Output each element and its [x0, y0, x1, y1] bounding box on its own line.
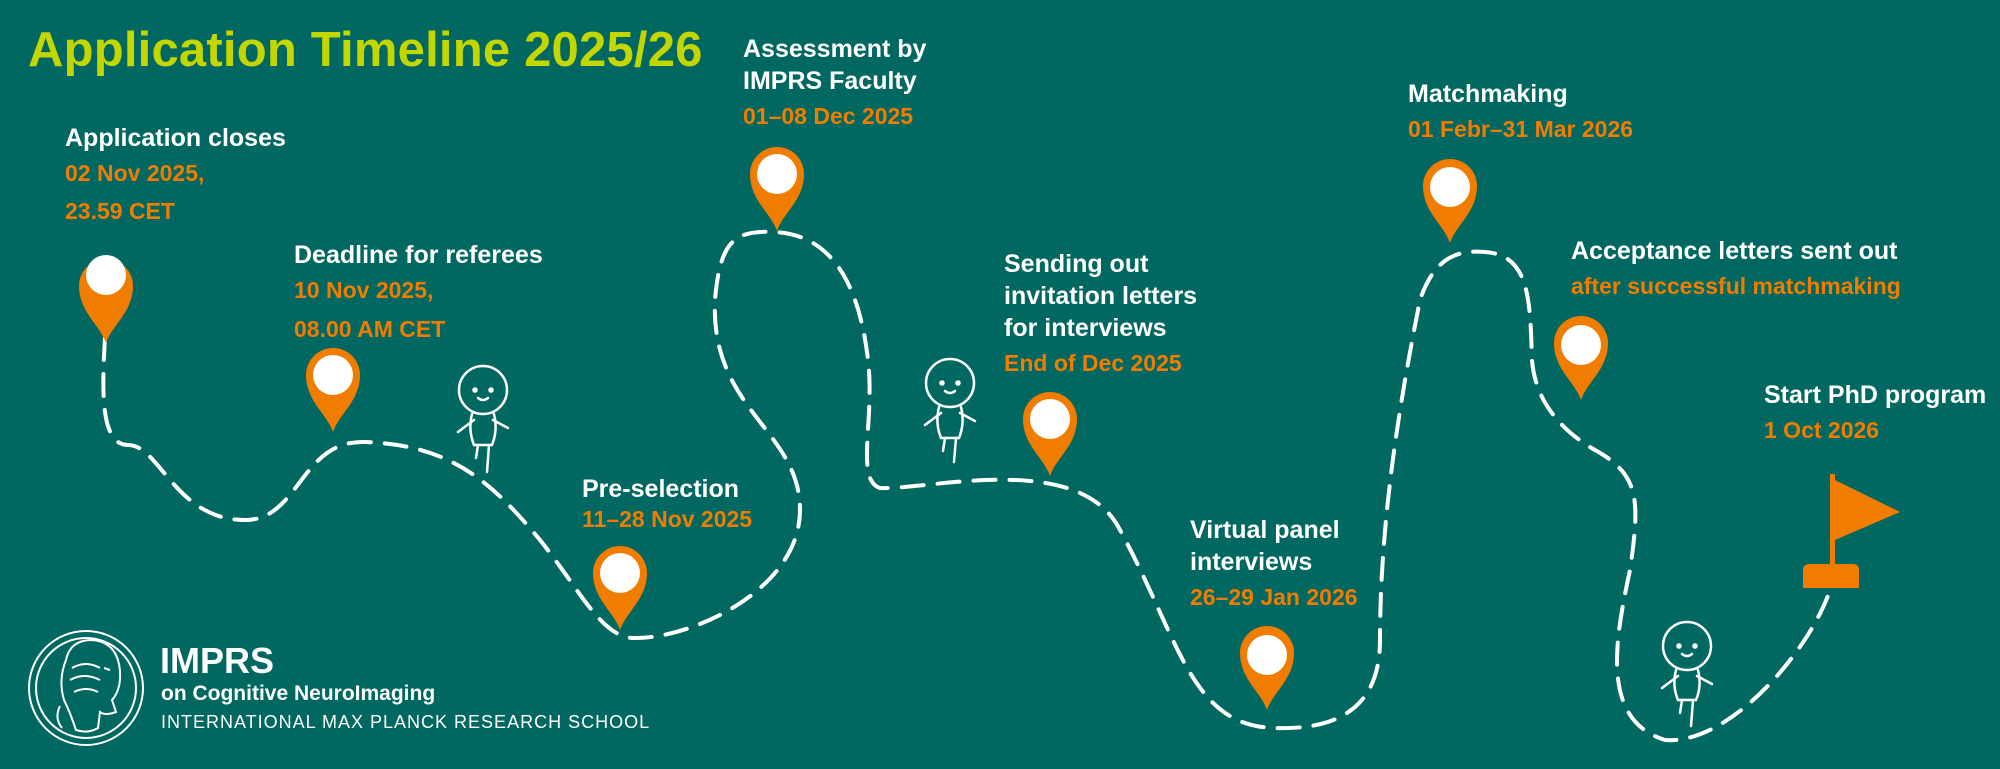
location-pin-icon	[1023, 392, 1077, 476]
milestone-heading: Virtual panel interviews	[1190, 516, 1340, 576]
milestone-pre-selection: Pre-selection 11–28 Nov 2025	[582, 473, 752, 533]
location-pin-icon	[593, 546, 647, 630]
location-pin-icon	[306, 348, 360, 432]
milestone-heading: Start PhD program	[1764, 381, 1987, 409]
location-pin-icon	[79, 255, 133, 343]
milestone-date: 02 Nov 2025, 23.59 CET	[65, 160, 205, 224]
milestone-heading: Acceptance letters sent out	[1571, 237, 1898, 265]
milestone-heading: Sending out invitation letters for inter…	[1004, 250, 1198, 342]
milestone-heading: Assessment by IMPRS Faculty	[743, 35, 927, 95]
milestone-date: 10 Nov 2025, 08.00 AM CET	[294, 277, 446, 342]
milestone-heading: Matchmaking	[1408, 80, 1568, 108]
milestone-acceptance-letters: Acceptance letters sent out after succes…	[1571, 235, 1901, 305]
walking-figure-icon	[1660, 620, 1714, 728]
milestone-date: End of Dec 2025	[1004, 350, 1182, 376]
page-title: Application Timeline 2025/26	[28, 23, 703, 77]
milestone-heading: Application closes	[65, 124, 286, 152]
milestone-heading: Pre-selection	[582, 475, 740, 503]
milestone-panel-interviews: Virtual panel interviews 26–29 Jan 2026	[1190, 514, 1358, 616]
logo-name: IMPRS	[160, 640, 275, 681]
milestone-date: 01 Febr–31 Mar 2026	[1408, 116, 1634, 142]
milestone-heading: Deadline for referees	[294, 241, 543, 269]
location-pin-icon	[1240, 626, 1294, 710]
milestone-matchmaking: Matchmaking 01 Febr–31 Mar 2026	[1408, 78, 1633, 148]
milestone-date: after successful matchmaking	[1571, 273, 1901, 299]
location-pin-icon	[1423, 159, 1477, 243]
location-pin-icon	[750, 147, 804, 231]
milestone-date: 11–28 Nov 2025	[582, 506, 753, 532]
logo-subtitle: on Cognitive NeuroImaging	[161, 682, 436, 705]
logo-school: INTERNATIONAL MAX PLANCK RESEARCH SCHOOL	[161, 712, 651, 732]
location-pin-icon	[1554, 316, 1608, 400]
finish-flag-icon	[1803, 474, 1900, 588]
milestone-assessment: Assessment by IMPRS Faculty 01–08 Dec 20…	[743, 33, 926, 135]
walking-figure-icon	[456, 364, 510, 474]
milestone-date: 26–29 Jan 2026	[1190, 584, 1358, 610]
milestone-date: 1 Oct 2026	[1764, 417, 1880, 443]
milestone-start-phd: Start PhD program 1 Oct 2026	[1764, 379, 1986, 449]
max-planck-logo-icon	[28, 630, 144, 746]
milestone-application-closes: Application closes 02 Nov 2025, 23.59 CE…	[65, 122, 286, 230]
milestone-deadline-referees: Deadline for referees 10 Nov 2025, 08.00…	[294, 239, 543, 349]
walking-figure-icon	[923, 357, 977, 464]
timeline-path	[101, 229, 1832, 743]
milestone-invitation-letters: Sending out invitation letters for inter…	[1004, 248, 1197, 382]
milestone-date: 01–08 Dec 2025	[743, 103, 914, 129]
